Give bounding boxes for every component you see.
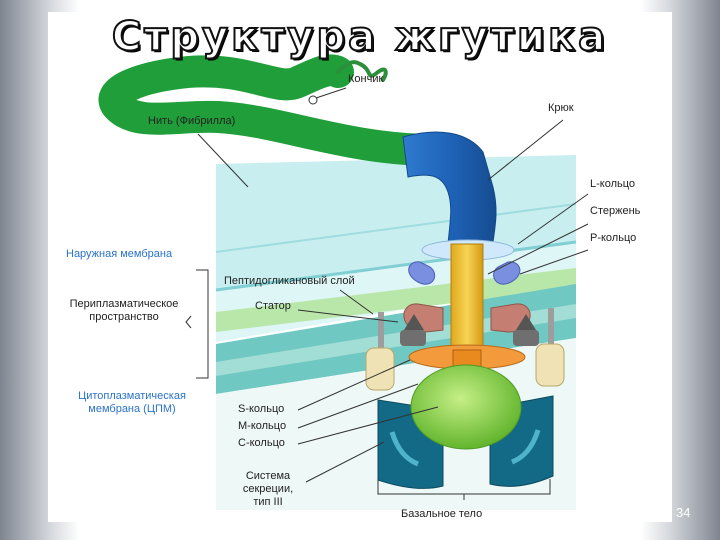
label-periplasm: Периплазматическое пространство bbox=[54, 298, 194, 324]
label-s-ring: S-кольцо bbox=[238, 403, 285, 415]
flagellum-diagram bbox=[98, 54, 589, 510]
slide-title: Структура жгутика bbox=[111, 13, 609, 61]
label-cpm-line-2: мембрана (ЦПМ) bbox=[88, 403, 176, 415]
label-periplasm-line-1: Периплазматическое bbox=[69, 298, 179, 310]
label-peptidoglycan: Пептидогликановый слой bbox=[224, 275, 355, 287]
slide: Структура жгутика Кончик Нить (Фибрилла)… bbox=[48, 12, 672, 522]
peptidoglycan-band bbox=[216, 268, 576, 332]
label-rod: Стержень bbox=[590, 205, 641, 217]
label-cpm: Цитоплазматическая мембрана (ЦПМ) bbox=[62, 390, 202, 416]
label-stator: Статор bbox=[255, 300, 291, 312]
label-p-ring: P-кольцо bbox=[590, 232, 637, 244]
label-periplasm-line-2: пространство bbox=[89, 311, 159, 323]
label-hook: Крюк bbox=[548, 102, 574, 114]
stator-shapes bbox=[400, 303, 539, 346]
label-secretion-line-2: секреции, bbox=[242, 483, 294, 495]
stator-side bbox=[365, 308, 565, 391]
tip-circle bbox=[308, 95, 318, 105]
label-basal-body: Базальное тело bbox=[401, 508, 483, 520]
label-l-ring: L-кольцо bbox=[590, 178, 636, 190]
label-secretion: Система секреции, тип III bbox=[228, 470, 308, 509]
label-secretion-line-1: Система bbox=[245, 470, 291, 482]
label-filament: Нить (Фибрилла) bbox=[148, 115, 236, 127]
label-secretion-line-3: тип III bbox=[253, 496, 283, 508]
basal-green-shape bbox=[410, 364, 522, 450]
ms-ring-shape bbox=[408, 344, 526, 370]
label-outer-membrane: Наружная мембрана bbox=[66, 248, 173, 260]
label-m-ring: M-кольцо bbox=[238, 420, 287, 432]
label-c-ring: C-кольцо bbox=[238, 437, 285, 449]
label-tip: Кончик bbox=[348, 73, 384, 85]
filament-shape bbox=[98, 54, 449, 166]
label-cpm-line-1: Цитоплазматическая bbox=[78, 390, 186, 402]
cpm-inner-band bbox=[216, 304, 576, 376]
page-number: 34 bbox=[676, 505, 691, 520]
leader-lines bbox=[185, 87, 589, 500]
